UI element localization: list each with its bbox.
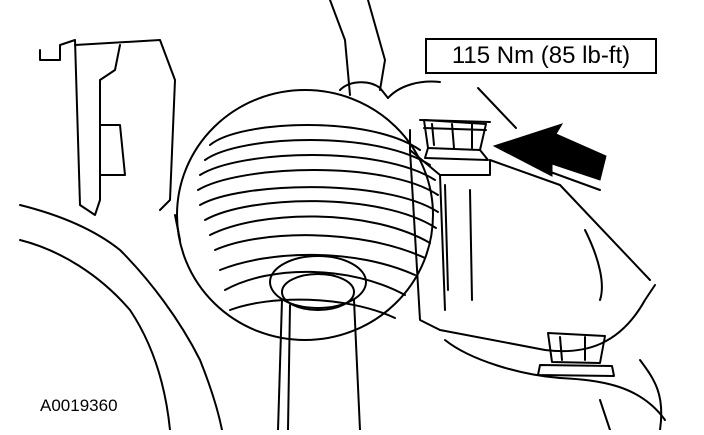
callout-leader [477,87,517,129]
left-housing [19,39,223,431]
upper-bolt [419,119,491,161]
axle-shaft [269,255,367,431]
cv-boot [176,89,439,341]
figure-id: A0019360 [40,396,118,415]
torque-callout: 115 Nm (85 lb-ft) [425,38,657,74]
arrow-icon [492,123,607,181]
torque-spec-label: 115 Nm (85 lb-ft) [451,42,631,69]
upper-struts [329,0,389,99]
knuckle-bracket [387,80,666,431]
lower-bolt [537,332,615,377]
